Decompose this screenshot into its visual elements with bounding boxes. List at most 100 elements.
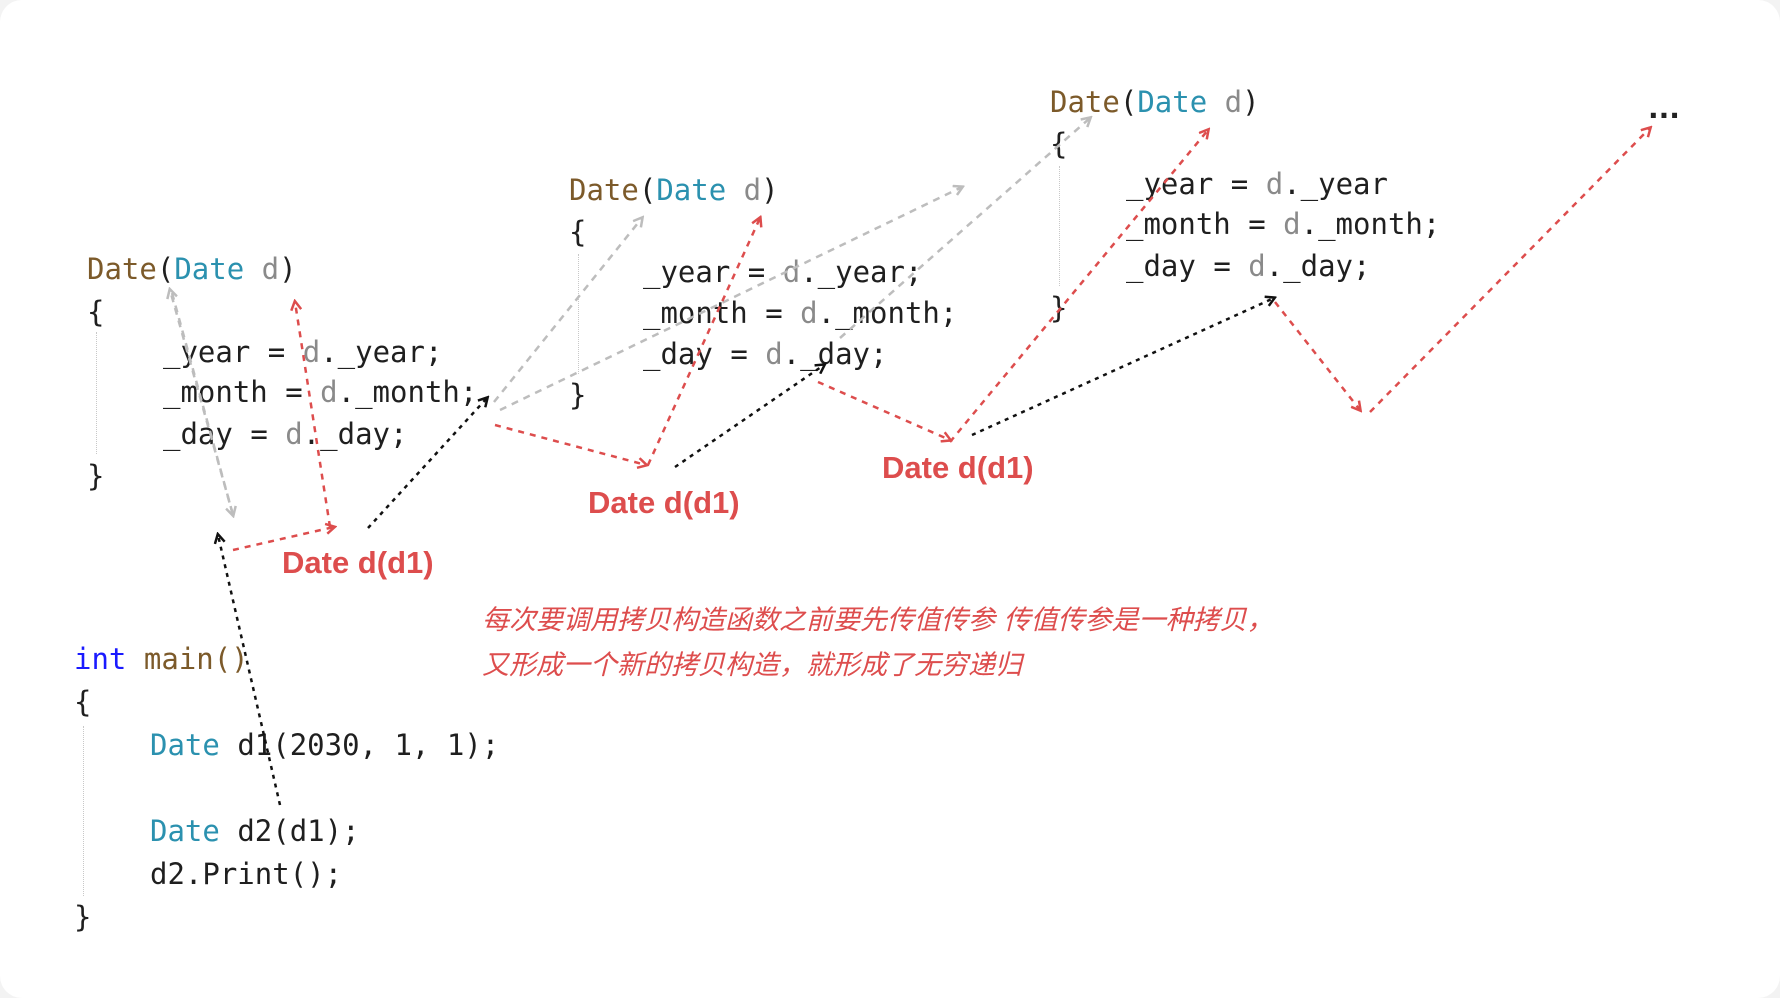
red-arrow (817, 380, 950, 440)
code-line-year: _year = d._year; (163, 338, 442, 367)
code-line-d2: Date d2(d1); (150, 817, 360, 846)
paren-open: ( (638, 173, 657, 207)
statement: d1(2030, 1, 1); (237, 728, 500, 762)
member-name: _month (163, 375, 268, 409)
main-signature: int main() (74, 645, 249, 674)
black-call-arrows (218, 298, 1274, 806)
param-type: Date (174, 252, 245, 286)
param-ref: d (1248, 249, 1266, 283)
gray-arrow (493, 218, 642, 403)
param-ref: d (285, 417, 303, 451)
member-access: ._year; (800, 255, 923, 289)
param-ref: d (765, 337, 783, 371)
operator: = (285, 375, 303, 409)
brace-open: { (569, 215, 587, 249)
indent-guide (578, 254, 579, 374)
member-access: ._month; (1300, 207, 1441, 241)
black-arrow (218, 535, 282, 806)
red-arrow (1369, 128, 1650, 413)
param-ref: d (1265, 167, 1284, 201)
operator: = (1213, 249, 1231, 283)
constructor-signature: Date(Date d) (569, 176, 779, 205)
indent-guide (96, 332, 97, 454)
member-name: _year (1126, 167, 1214, 201)
paren-open: ( (1119, 85, 1138, 119)
member-name: _month (643, 296, 748, 330)
operator: = (1230, 167, 1249, 201)
member-name: _day (1126, 249, 1196, 283)
member-access: ._month; (337, 375, 478, 409)
red-arrow (232, 527, 334, 552)
brace-open: { (74, 685, 92, 719)
member-access: ._day; (1265, 249, 1371, 283)
operator: = (730, 337, 748, 371)
black-arrow (971, 298, 1274, 437)
param-ref: d (320, 375, 338, 409)
param-ref: d (302, 335, 321, 369)
member-access: ._year (1283, 167, 1388, 201)
param-ref: d (1283, 207, 1301, 241)
red-arrow (646, 218, 760, 466)
param-name: d (261, 252, 280, 286)
member-access: ._day; (302, 417, 408, 451)
function-name: main() (143, 642, 249, 676)
param-name: d (743, 173, 762, 207)
member-name: _year (163, 335, 251, 369)
code-line-year: _year = d._year (1126, 170, 1388, 199)
black-arrow (367, 398, 487, 529)
type-name: Date (150, 814, 220, 848)
copy-label-2: Date d(d1) (588, 485, 740, 520)
red-copy-arrows (232, 128, 1650, 552)
code-line-day: _day = d._day; (163, 420, 407, 449)
param-type: Date (1137, 85, 1208, 119)
annotation-line-2: 又形成一个新的拷贝构造，就形成了无穷递归 (482, 650, 1022, 681)
function-name: Date (1050, 85, 1120, 119)
paren-close: ) (279, 252, 297, 286)
brace-close: } (74, 900, 92, 934)
code-line-day: _day = d._day; (1126, 252, 1370, 281)
code-line-d1: Date d1(2030, 1, 1); (150, 731, 499, 760)
param-type: Date (656, 173, 727, 207)
operator: = (250, 417, 268, 451)
member-access: ._day; (782, 337, 888, 371)
type-name: Date (150, 728, 220, 762)
operator: = (747, 255, 766, 289)
black-arrow (674, 365, 824, 469)
gray-arrow (839, 118, 1090, 339)
member-name: _year (643, 255, 731, 289)
code-line-month: _month = d._month; (163, 378, 477, 407)
red-arrow (494, 423, 646, 465)
paren-open: ( (156, 252, 175, 286)
brace-close: } (87, 459, 105, 493)
operator: = (765, 296, 783, 330)
red-arrow (295, 302, 332, 528)
annotation-line-1: 每次要调用拷贝构造函数之前要先传值传参 传值传参是一种拷贝， (482, 605, 1274, 636)
param-ref: d (782, 255, 801, 289)
paren-close: ) (761, 173, 779, 207)
indent-guide (1059, 166, 1060, 286)
code-line-year: _year = d._year; (643, 258, 922, 287)
copy-label-3: Date d(d1) (882, 450, 1034, 485)
param-ref: d (800, 296, 818, 330)
gray-arrow (499, 187, 962, 412)
member-name: _day (643, 337, 713, 371)
brace-close: } (1050, 291, 1068, 325)
member-access: ._year; (320, 335, 443, 369)
brace-open: { (87, 295, 105, 329)
indent-guide (83, 726, 84, 896)
statement: d2(d1); (237, 814, 360, 848)
operator: = (1248, 207, 1266, 241)
return-type-keyword: int (74, 642, 127, 676)
member-access: ._month; (817, 296, 958, 330)
function-name: Date (87, 252, 157, 286)
function-name: Date (569, 173, 639, 207)
gray-param-arrows (170, 118, 1090, 515)
brace-close: } (569, 378, 587, 412)
code-line-month: _month = d._month; (643, 299, 957, 328)
constructor-signature: Date(Date d) (87, 255, 297, 284)
constructor-signature: Date(Date d) (1050, 88, 1260, 117)
code-line-month: _month = d._month; (1126, 210, 1440, 239)
operator: = (267, 335, 286, 369)
